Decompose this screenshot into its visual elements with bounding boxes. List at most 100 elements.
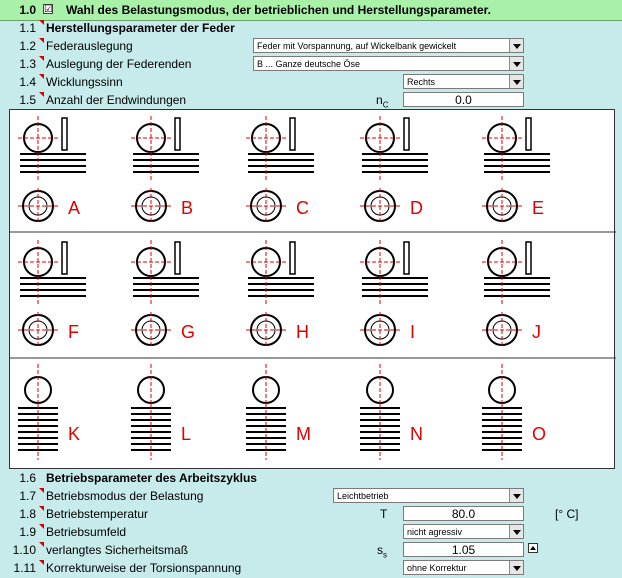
header-number: 1.0 <box>19 3 36 17</box>
comment-marker <box>39 20 44 25</box>
hook-letter: E <box>532 198 544 218</box>
select-value: ohne Korrektur <box>407 563 467 573</box>
row-number: 1.2 <box>19 39 36 53</box>
row-label: Betriebsmodus der Belastung <box>46 489 204 503</box>
select-value: B ... Ganze deutsche Öse <box>257 59 361 69</box>
row-korrekturweise: 1.11 Korrekturweise der Torsionspannung … <box>0 559 622 577</box>
row-label: Korrekturweise der Torsionspannung <box>46 561 242 575</box>
comment-marker <box>39 524 44 529</box>
header-checkbox[interactable]: ☑ <box>43 4 53 15</box>
row-label: Betriebsumfeld <box>46 525 127 539</box>
spinner-icon[interactable] <box>528 543 538 553</box>
hook-type-m: M <box>246 364 311 460</box>
hook-letter: L <box>181 424 191 444</box>
comment-marker <box>39 74 44 79</box>
comment-marker <box>39 92 44 97</box>
hook-type-k: K <box>18 364 80 460</box>
row-number: 1.11 <box>13 561 36 575</box>
symbol-nc: nC <box>376 93 389 110</box>
hook-letter: K <box>68 424 80 444</box>
federenden-select[interactable]: B ... Ganze deutsche Öse <box>253 56 524 71</box>
header-title: Wahl des Belastungsmodus, der betrieblic… <box>66 3 491 17</box>
hook-letter: D <box>410 198 423 218</box>
hook-letter: H <box>296 322 309 342</box>
row-label: Betriebstemperatur <box>46 507 149 521</box>
hook-type-c: C <box>246 116 314 224</box>
hook-letter: B <box>181 198 193 218</box>
betriebsumfeld-select[interactable]: nicht agressiv <box>403 524 524 539</box>
section-1-1: 1.1 Herstellungsparameter der Feder <box>0 19 622 37</box>
row-number: 1.8 <box>19 507 36 521</box>
comment-marker <box>39 488 44 493</box>
hook-type-o: O <box>482 364 546 460</box>
hook-type-d: D <box>360 116 428 224</box>
hook-letter: F <box>68 322 79 342</box>
row-number: 1.3 <box>19 57 36 71</box>
federauslegung-select[interactable]: Feder mit Vorspannung, auf Wickelbank ge… <box>253 38 524 53</box>
hook-letter: A <box>68 198 80 218</box>
chevron-down-icon[interactable] <box>509 489 523 502</box>
hook-type-j: J <box>482 240 550 348</box>
chevron-down-icon[interactable] <box>509 39 523 52</box>
hook-types-drawing: A B C D E F G H I J K L M N O <box>10 116 616 460</box>
comment-marker <box>39 56 44 61</box>
section-title: Betriebsparameter des Arbeitszyklus <box>46 471 257 485</box>
hook-letter: O <box>532 424 546 444</box>
row-number: 1.10 <box>12 543 36 557</box>
hook-letter: I <box>410 322 415 342</box>
hook-letter: G <box>181 322 195 342</box>
comment-marker <box>39 38 44 43</box>
row-label: Auslegung der Federenden <box>46 57 192 71</box>
comment-marker <box>39 506 44 511</box>
section-header-1-0: 1.0 ☑ Wahl des Belastungsmodus, der betr… <box>0 0 622 21</box>
row-sicherheitsmass: 1.10 verlangtes Sicherheitsmaß ss 1.05 <box>0 541 622 559</box>
endwindungen-input[interactable]: 0.0 <box>403 92 524 107</box>
section-number: 1.1 <box>19 21 36 35</box>
betriebsmodus-select[interactable]: Leichtbetrieb <box>333 488 524 503</box>
hook-letter: J <box>532 322 541 342</box>
symbol-t: T <box>380 507 388 521</box>
unit-label: [° C] <box>555 507 579 521</box>
select-value: Feder mit Vorspannung, auf Wickelbank ge… <box>257 41 457 51</box>
hook-type-f: F <box>18 240 86 348</box>
row-number: 1.5 <box>19 93 36 107</box>
row-federenden: 1.3 Auslegung der Federenden B ... Ganze… <box>0 55 622 73</box>
select-value: nicht agressiv <box>407 527 463 537</box>
hook-type-n: N <box>360 364 423 460</box>
symbol-ss: ss <box>377 543 387 560</box>
hook-type-h: H <box>246 240 314 348</box>
select-value: Leichtbetrieb <box>337 491 389 501</box>
chevron-down-icon[interactable] <box>509 525 523 538</box>
hook-types-panel: A B C D E F G H I J K L M N O <box>9 109 616 469</box>
row-number: 1.7 <box>19 489 36 503</box>
hook-type-i: I <box>360 240 428 348</box>
hook-type-g: G <box>131 240 199 348</box>
sicherheitsmass-input[interactable]: 1.05 <box>403 542 524 557</box>
row-betriebsumfeld: 1.9 Betriebsumfeld nicht agressiv <box>0 523 622 541</box>
row-label: Wicklungssinn <box>46 75 123 89</box>
comment-marker <box>39 542 44 547</box>
hook-type-l: L <box>131 364 191 460</box>
row-federauslegung: 1.2 Federauslegung Feder mit Vorspannung… <box>0 37 622 55</box>
row-number: 1.4 <box>19 75 36 89</box>
row-endwindungen: 1.5 Anzahl der Endwindungen nC 0.0 <box>0 91 622 109</box>
temperatur-input[interactable]: 80.0 <box>403 506 524 521</box>
hook-letter: C <box>296 198 309 218</box>
section-title: Herstellungsparameter der Feder <box>46 21 235 35</box>
row-number: 1.9 <box>19 525 36 539</box>
chevron-down-icon[interactable] <box>509 75 523 88</box>
hook-type-e: E <box>482 116 550 224</box>
row-label: verlangtes Sicherheitsmaß <box>46 543 189 557</box>
hook-letter: N <box>410 424 423 444</box>
chevron-down-icon[interactable] <box>509 57 523 70</box>
korrekturweise-select[interactable]: ohne Korrektur <box>403 560 524 575</box>
section-1-6: 1.6 Betriebsparameter des Arbeitszyklus <box>0 469 622 487</box>
row-wicklungssinn: 1.4 Wicklungssinn Rechts <box>0 73 622 91</box>
chevron-down-icon[interactable] <box>509 561 523 574</box>
wicklungssinn-select[interactable]: Rechts <box>403 74 524 89</box>
select-value: Rechts <box>407 77 436 87</box>
hook-type-a: A <box>18 116 86 224</box>
hook-type-b: B <box>131 116 199 224</box>
row-betriebsmodus: 1.7 Betriebsmodus der Belastung Leichtbe… <box>0 487 622 505</box>
row-label: Anzahl der Endwindungen <box>46 93 187 107</box>
